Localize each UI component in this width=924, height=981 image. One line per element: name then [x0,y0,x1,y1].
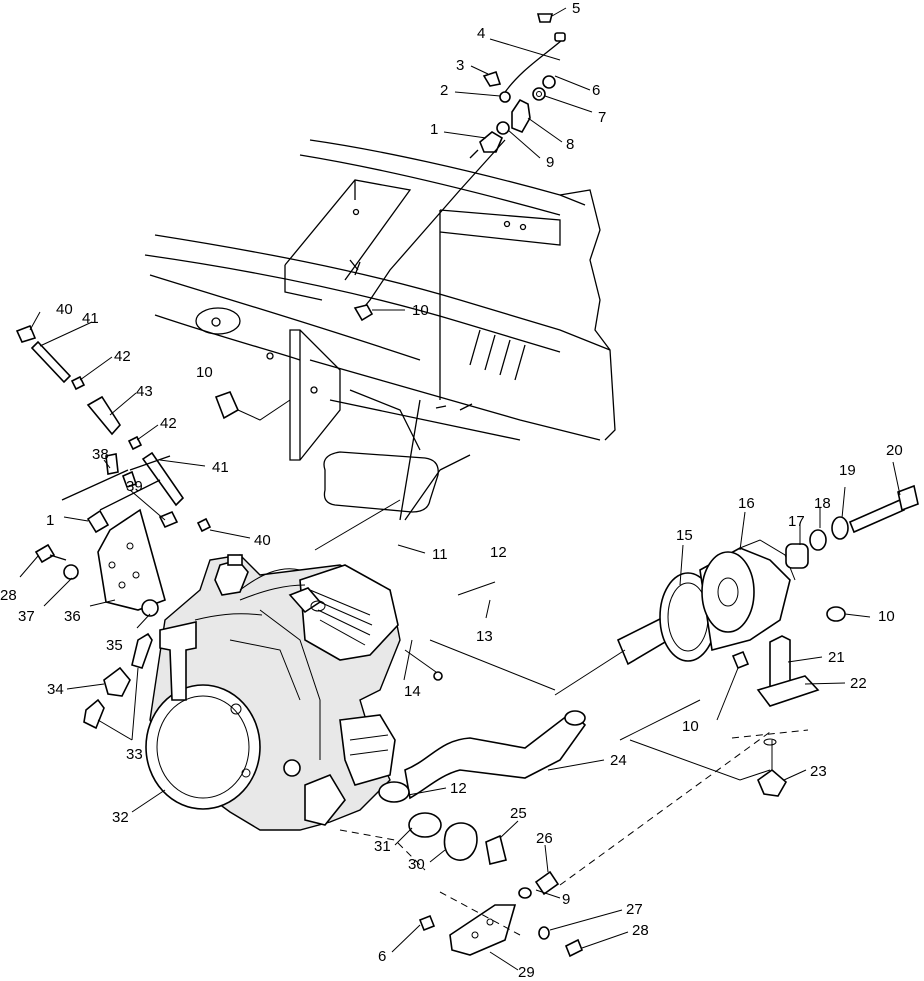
callout-40: 40 [56,301,73,318]
callout-10: 10 [412,302,429,319]
callout-10: 10 [196,364,213,381]
callout-23: 23 [810,763,827,780]
callout-1: 1 [430,121,438,138]
callout-8: 8 [566,136,574,153]
callout-33: 33 [126,746,143,763]
callout-13: 13 [476,628,493,645]
callout-9: 9 [546,154,554,171]
callout-42: 42 [160,415,177,432]
intake-and-bracket-parts [378,710,587,958]
callout-5: 5 [572,0,580,17]
callout-4: 4 [477,25,485,42]
callout-41: 41 [82,310,99,327]
callout-17: 17 [788,513,805,530]
callout-10: 10 [878,608,895,625]
callout-15: 15 [676,527,693,544]
callout-24: 24 [610,752,627,769]
callout-28: 28 [0,587,17,604]
callout-2: 2 [440,82,448,99]
callout-41: 41 [212,459,229,476]
callout-38: 38 [92,446,109,463]
callout-1: 1 [46,512,54,529]
callout-36: 36 [64,608,81,625]
callout-12: 12 [450,780,467,797]
callout-37: 37 [18,608,35,625]
callout-10: 10 [682,718,699,735]
callout-32: 32 [112,809,129,826]
callout-26: 26 [536,830,553,847]
callout-34: 34 [47,681,64,698]
callout-16: 16 [738,495,755,512]
callout-labels: 5 4 3 6 2 7 1 8 9 10 40 41 42 10 43 42 3… [0,0,903,981]
callout-9: 9 [562,891,570,908]
engine-assembly [145,554,443,831]
callout-11: 11 [432,546,448,563]
callout-3: 3 [456,57,464,74]
callout-27: 27 [626,901,643,918]
callout-39: 39 [126,478,143,495]
callout-22: 22 [850,675,867,692]
callout-7: 7 [598,109,606,126]
throttle-cable-parts [353,13,566,322]
callout-29: 29 [518,964,535,981]
callout-35: 35 [106,637,123,654]
callout-18: 18 [814,495,831,512]
callout-31: 31 [374,838,391,855]
callout-28: 28 [632,922,649,939]
callout-6: 6 [378,948,386,965]
callout-6: 6 [592,82,600,99]
callout-42: 42 [114,348,131,365]
callout-14: 14 [404,683,421,700]
callout-43: 43 [136,383,153,400]
callout-30: 30 [408,856,425,873]
left-side-parts [15,324,240,730]
assembly-lines [314,499,809,936]
leader-lines [19,7,901,971]
callout-12: 12 [490,544,507,561]
clutch-and-mount-parts [616,484,919,797]
callout-19: 19 [839,462,856,479]
callout-21: 21 [828,649,845,666]
callout-20: 20 [886,442,903,459]
callout-40: 40 [254,532,271,549]
callout-25: 25 [510,805,527,822]
chassis-frame [144,139,616,521]
